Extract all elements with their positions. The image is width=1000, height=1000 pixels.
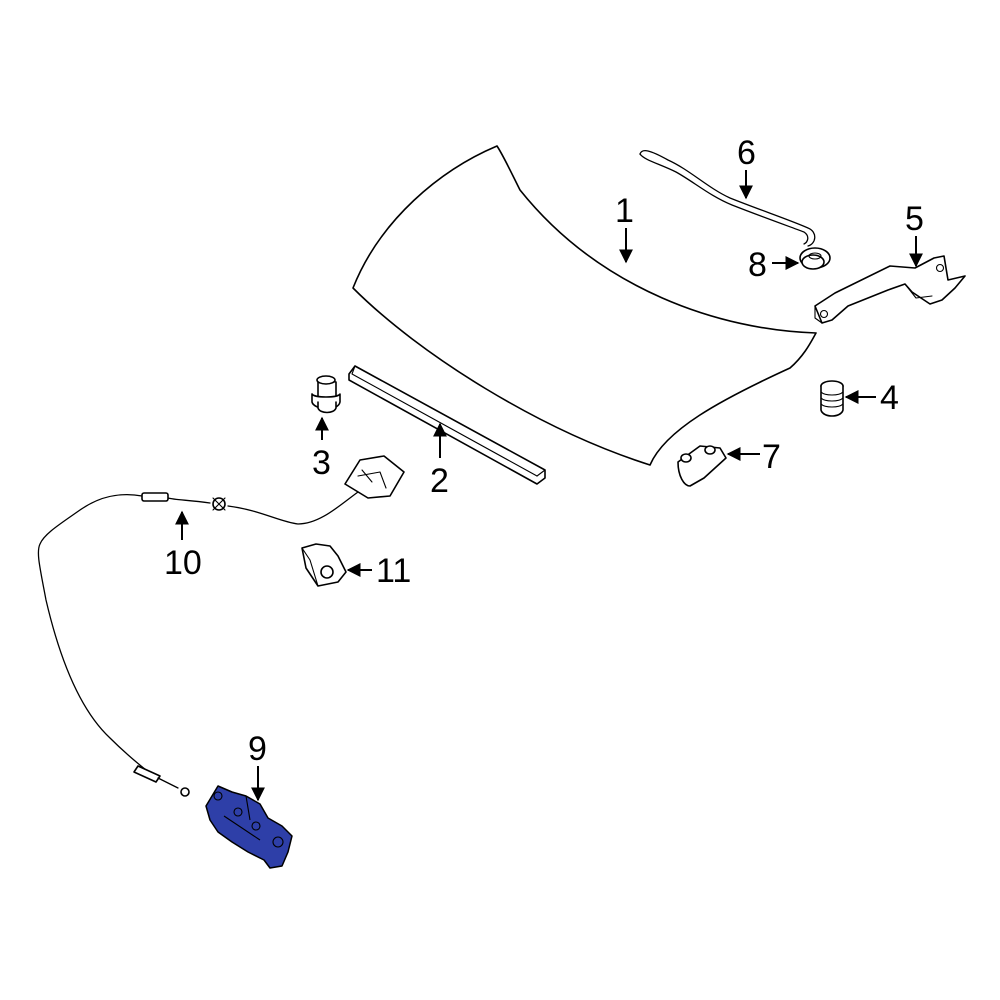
hood-hinge-part[interactable] bbox=[814, 255, 966, 324]
release-handle-part[interactable] bbox=[344, 455, 405, 499]
callout-7: 7 bbox=[762, 438, 781, 476]
prop-rod-part[interactable] bbox=[639, 149, 816, 247]
callout-8: 8 bbox=[748, 246, 767, 284]
hood-panel-part[interactable] bbox=[352, 145, 817, 466]
grommet-part[interactable] bbox=[799, 247, 831, 270]
bumper-stop-part[interactable] bbox=[311, 375, 341, 414]
bumper-bracket-part[interactable] bbox=[677, 445, 727, 487]
hood-latch-part[interactable] bbox=[205, 785, 293, 869]
callout-6: 6 bbox=[737, 134, 756, 172]
hood-seal-part[interactable] bbox=[348, 365, 546, 485]
cable-clip-part[interactable] bbox=[301, 543, 347, 587]
callout-4: 4 bbox=[880, 379, 899, 417]
rubber-cushion-part[interactable] bbox=[820, 380, 844, 417]
callout-11: 11 bbox=[376, 552, 411, 590]
release-cable-part[interactable] bbox=[37, 491, 359, 797]
callout-9: 9 bbox=[248, 730, 267, 768]
callout-5: 5 bbox=[905, 200, 924, 238]
callout-10: 10 bbox=[164, 544, 202, 582]
callout-2: 2 bbox=[430, 462, 449, 500]
callout-3: 3 bbox=[312, 444, 331, 482]
callout-1: 1 bbox=[615, 192, 634, 230]
